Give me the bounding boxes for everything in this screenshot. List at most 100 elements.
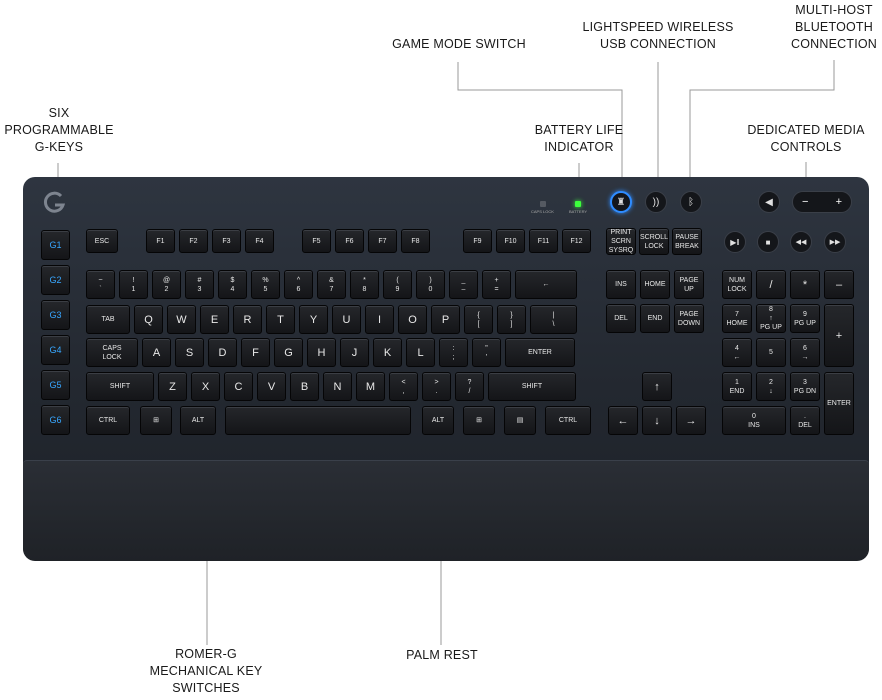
f2-key[interactable]: F2 <box>179 229 208 253</box>
d-key[interactable]: D <box>208 338 237 367</box>
g4-key[interactable]: G4 <box>41 335 70 365</box>
play-pause-key[interactable]: ▶ǁ <box>724 231 746 253</box>
game-mode-switch[interactable]: ♜ <box>610 191 632 213</box>
menu-key[interactable]: ▤ <box>504 406 536 435</box>
numpad-6-key[interactable]: 6→ <box>790 338 820 367</box>
h-key[interactable]: H <box>307 338 336 367</box>
e-key[interactable]: E <box>200 305 229 334</box>
0-key[interactable]: )0 <box>416 270 445 299</box>
right-shift-key[interactable]: SHIFT <box>488 372 576 401</box>
s-key[interactable]: S <box>175 338 204 367</box>
k-key[interactable]: K <box>373 338 402 367</box>
3-key[interactable]: #3 <box>185 270 214 299</box>
y-key[interactable]: Y <box>299 305 328 334</box>
g2-key[interactable]: G2 <box>41 265 70 295</box>
numpad-multiply-key[interactable]: * <box>790 270 820 299</box>
g-key[interactable]: G <box>274 338 303 367</box>
end-key[interactable]: END <box>640 304 670 333</box>
numpad-4-key[interactable]: 4← <box>722 338 752 367</box>
symbol-key[interactable]: }] <box>497 305 526 334</box>
6-key[interactable]: ^6 <box>284 270 313 299</box>
symbol-key[interactable]: ~` <box>86 270 115 299</box>
numpad-8-key[interactable]: 8↑PG UP <box>756 304 786 333</box>
z-key[interactable]: Z <box>158 372 187 401</box>
g3-key[interactable]: G3 <box>41 300 70 330</box>
symbol-key[interactable]: :; <box>439 338 468 367</box>
g5-key[interactable]: G5 <box>41 370 70 400</box>
8-key[interactable]: *8 <box>350 270 379 299</box>
f1-key[interactable]: F1 <box>146 229 175 253</box>
symbol-key[interactable]: {[ <box>464 305 493 334</box>
right-windows-key[interactable]: ⊞ <box>463 406 495 435</box>
next-track-key[interactable]: ▶▶ <box>824 231 846 253</box>
symbol-key[interactable]: <, <box>389 372 418 401</box>
4-key[interactable]: $4 <box>218 270 247 299</box>
home-key[interactable]: HOME <box>640 270 670 299</box>
symbol-key[interactable]: "' <box>472 338 501 367</box>
symbol-key[interactable]: ?/ <box>455 372 484 401</box>
f-key[interactable]: F <box>241 338 270 367</box>
w-key[interactable]: W <box>167 305 196 334</box>
numpad-decimal-key[interactable]: .DEL <box>790 406 820 435</box>
t-key[interactable]: T <box>266 305 295 334</box>
v-key[interactable]: V <box>257 372 286 401</box>
numpad-2-key[interactable]: 2↓ <box>756 372 786 401</box>
i-key[interactable]: I <box>365 305 394 334</box>
x-key[interactable]: X <box>191 372 220 401</box>
down-arrow-key[interactable]: ↓ <box>642 406 672 435</box>
right-alt-key[interactable]: ALT <box>422 406 454 435</box>
p-key[interactable]: P <box>431 305 460 334</box>
symbol-key[interactable]: |\ <box>530 305 577 334</box>
lightspeed-wireless-button[interactable]: )) <box>645 191 667 213</box>
mute-button[interactable]: ◀ <box>758 191 780 213</box>
c-key[interactable]: C <box>224 372 253 401</box>
a-key[interactable]: A <box>142 338 171 367</box>
2-key[interactable]: @2 <box>152 270 181 299</box>
up-arrow-key[interactable]: ↑ <box>642 372 672 401</box>
f8-key[interactable]: F8 <box>401 229 430 253</box>
symbol-key[interactable]: >. <box>422 372 451 401</box>
f11-key[interactable]: F11 <box>529 229 558 253</box>
f3-key[interactable]: F3 <box>212 229 241 253</box>
tab-key[interactable]: TAB <box>86 305 130 334</box>
left-shift-key[interactable]: SHIFT <box>86 372 154 401</box>
del-key[interactable]: DEL <box>606 304 636 333</box>
enter-key[interactable]: ENTER <box>505 338 575 367</box>
right-arrow-key[interactable]: → <box>676 406 706 435</box>
numpad-divide-key[interactable]: / <box>756 270 786 299</box>
m-key[interactable]: M <box>356 372 385 401</box>
f4-key[interactable]: F4 <box>245 229 274 253</box>
o-key[interactable]: O <box>398 305 427 334</box>
previous-track-key[interactable]: ◀◀ <box>790 231 812 253</box>
g6-key[interactable]: G6 <box>41 405 70 435</box>
ins-key[interactable]: INS <box>606 270 636 299</box>
5-key[interactable]: %5 <box>251 270 280 299</box>
symbol-key[interactable]: _– <box>449 270 478 299</box>
r-key[interactable]: R <box>233 305 262 334</box>
bluetooth-button[interactable]: ᛒ <box>680 191 702 213</box>
l-key[interactable]: L <box>406 338 435 367</box>
u-key[interactable]: U <box>332 305 361 334</box>
left-ctrl-key[interactable]: CTRL <box>86 406 130 435</box>
9-key[interactable]: (9 <box>383 270 412 299</box>
space-key[interactable] <box>225 406 411 435</box>
volume-rocker[interactable]: − + <box>792 191 852 213</box>
7-key[interactable]: &7 <box>317 270 346 299</box>
f7-key[interactable]: F7 <box>368 229 397 253</box>
backspace-key[interactable]: ← <box>515 270 577 299</box>
f12-key[interactable]: F12 <box>562 229 591 253</box>
f5-key[interactable]: F5 <box>302 229 331 253</box>
numpad-5-key[interactable]: 5 <box>756 338 786 367</box>
numpad-minus-key[interactable]: – <box>824 270 854 299</box>
f9-key[interactable]: F9 <box>463 229 492 253</box>
left-windows-key[interactable]: ⊞ <box>140 406 172 435</box>
